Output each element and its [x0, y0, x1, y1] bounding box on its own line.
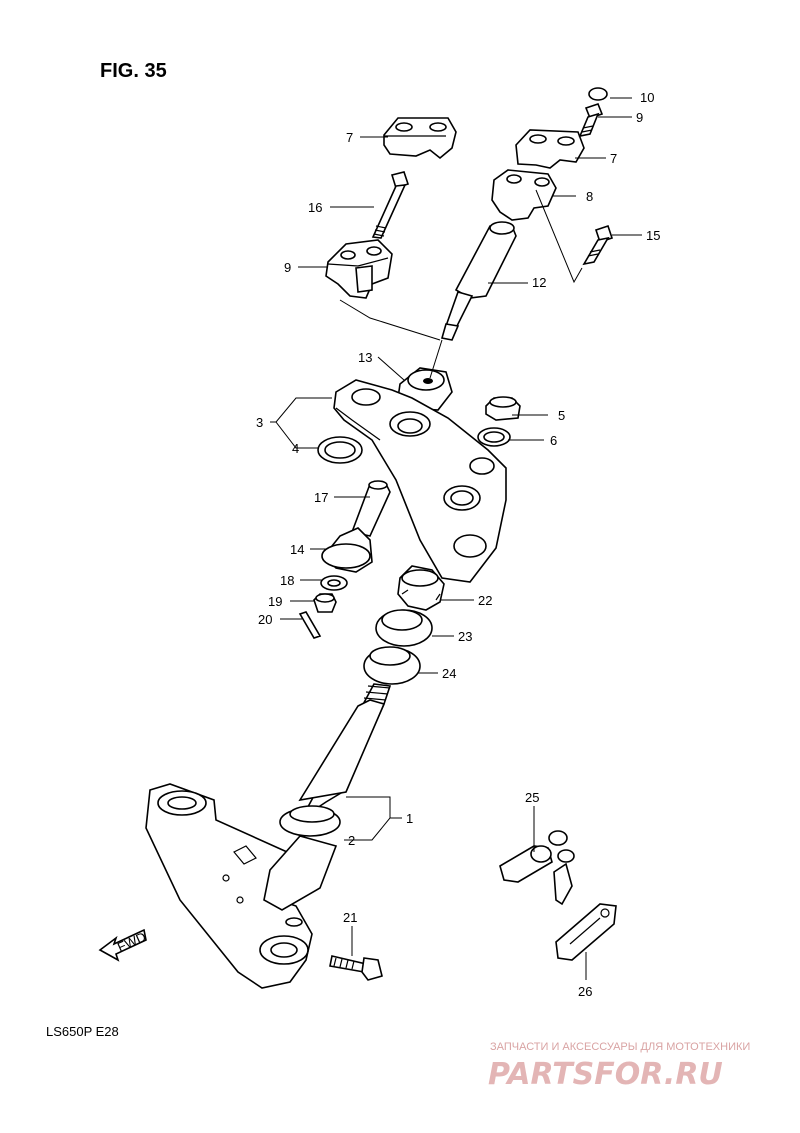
steering-stem-lower-bracket[interactable]	[145, 683, 392, 989]
handlebar-holder-upper-left[interactable]	[383, 117, 457, 160]
handlebar-holder-upper-right[interactable]	[515, 129, 585, 169]
handlebar-holder-lower-left[interactable]	[325, 239, 393, 299]
part-label-11[interactable]: 10	[640, 90, 654, 105]
steering-lock-25[interactable]	[499, 830, 575, 906]
part-label-23[interactable]: 23	[458, 629, 472, 644]
part-label-3[interactable]: 3	[256, 415, 263, 430]
damper-rubber-12[interactable]	[440, 221, 517, 341]
figure-title: FIG. 35	[100, 60, 167, 82]
part-label-2[interactable]: 2	[348, 833, 355, 848]
nut-19[interactable]	[313, 593, 337, 613]
washer-18[interactable]	[320, 575, 348, 591]
part-label-10[interactable]: 9	[636, 110, 643, 125]
part-label-7b[interactable]: 7	[610, 151, 617, 166]
watermark: ЗАПЧАСТИ И АКСЕССУАРЫ ДЛЯ МОТОТЕХНИКИ PA…	[488, 1041, 750, 1092]
watermark-tagline: ЗАПЧАСТИ И АКСЕССУАРЫ ДЛЯ МОТОТЕХНИКИ	[490, 1041, 750, 1053]
part-label-13[interactable]: 13	[358, 350, 372, 365]
cushion-14[interactable]	[321, 527, 373, 573]
cotter-pin-20[interactable]	[298, 611, 322, 639]
part-label-8[interactable]: 8	[586, 189, 593, 204]
bearing-24[interactable]	[363, 646, 421, 685]
part-label-7a[interactable]: 7	[346, 130, 353, 145]
bolt-10[interactable]	[578, 103, 604, 138]
bolt-16[interactable]	[371, 171, 410, 239]
part-labels: 7 10 9 7 8 15 16 9 12 13 5 6 3 4 17 14 1…	[256, 90, 660, 999]
stem-head-17[interactable]	[350, 480, 391, 537]
part-label-20[interactable]: 20	[258, 612, 272, 627]
watermark-brand: PARTSFOR.RU	[488, 1057, 723, 1092]
part-label-16[interactable]: 16	[308, 200, 322, 215]
part-label-15[interactable]: 15	[646, 228, 660, 243]
o-ring-4[interactable]	[317, 436, 363, 464]
handlebar-holder-8[interactable]	[491, 169, 557, 221]
part-label-25[interactable]: 25	[525, 790, 539, 805]
bolt-21[interactable]	[329, 955, 383, 981]
part-label-24[interactable]: 24	[442, 666, 456, 681]
leader-lines	[270, 97, 642, 980]
steering-stem-upper-bracket[interactable]	[333, 379, 507, 583]
part-label-21[interactable]: 21	[343, 910, 357, 925]
part-label-19[interactable]: 19	[268, 594, 282, 609]
part-label-22[interactable]: 22	[478, 593, 492, 608]
part-label-14[interactable]: 14	[290, 542, 304, 557]
part-label-9[interactable]: 9	[284, 260, 291, 275]
part-label-12[interactable]: 12	[532, 275, 546, 290]
part-label-1[interactable]: 1	[406, 811, 413, 826]
cap-11[interactable]	[588, 87, 608, 101]
bolt-15[interactable]	[582, 224, 614, 266]
cap-nut-5[interactable]	[485, 396, 521, 421]
part-label-4[interactable]: 4	[292, 441, 299, 456]
key-plate-26[interactable]	[555, 903, 617, 961]
steering-stem-nut-22[interactable]	[397, 565, 445, 611]
part-label-5[interactable]: 5	[558, 408, 565, 423]
part-label-18[interactable]: 18	[280, 573, 294, 588]
part-label-26[interactable]: 26	[578, 984, 592, 999]
part-label-6[interactable]: 6	[550, 433, 557, 448]
part-label-17[interactable]: 17	[314, 490, 328, 505]
washer-6[interactable]	[477, 427, 511, 447]
model-code: LS650P E28	[46, 1024, 119, 1039]
bearing-23[interactable]	[375, 609, 433, 647]
